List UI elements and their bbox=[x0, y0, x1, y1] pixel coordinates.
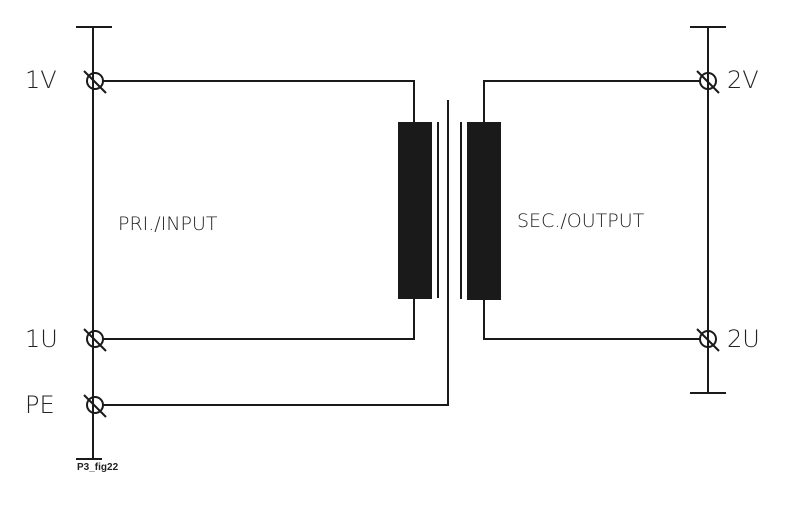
pe-wire bbox=[103, 100, 449, 406]
terminal-1u-icon bbox=[83, 328, 107, 352]
label-2u: 2U bbox=[727, 325, 760, 353]
secondary-coil bbox=[467, 122, 501, 300]
figure-caption: P3_fig22 bbox=[77, 462, 119, 473]
secondary-wires-bottom bbox=[483, 299, 700, 340]
label-1u: 1U bbox=[25, 325, 58, 353]
primary-wires bbox=[103, 80, 415, 122]
primary-coil bbox=[398, 122, 432, 299]
label-primary: PRI./INPUT bbox=[118, 213, 218, 235]
primary-bus bbox=[76, 26, 112, 460]
label-pe: PE bbox=[25, 391, 55, 419]
label-secondary: SEC./OUTPUT bbox=[517, 210, 645, 232]
secondary-wires bbox=[483, 80, 700, 122]
primary-wires-bottom bbox=[103, 298, 415, 340]
label-1v: 1V bbox=[25, 66, 57, 94]
terminal-pe-icon bbox=[83, 394, 107, 418]
terminal-1v-icon bbox=[83, 70, 107, 94]
label-2v: 2V bbox=[727, 66, 759, 94]
